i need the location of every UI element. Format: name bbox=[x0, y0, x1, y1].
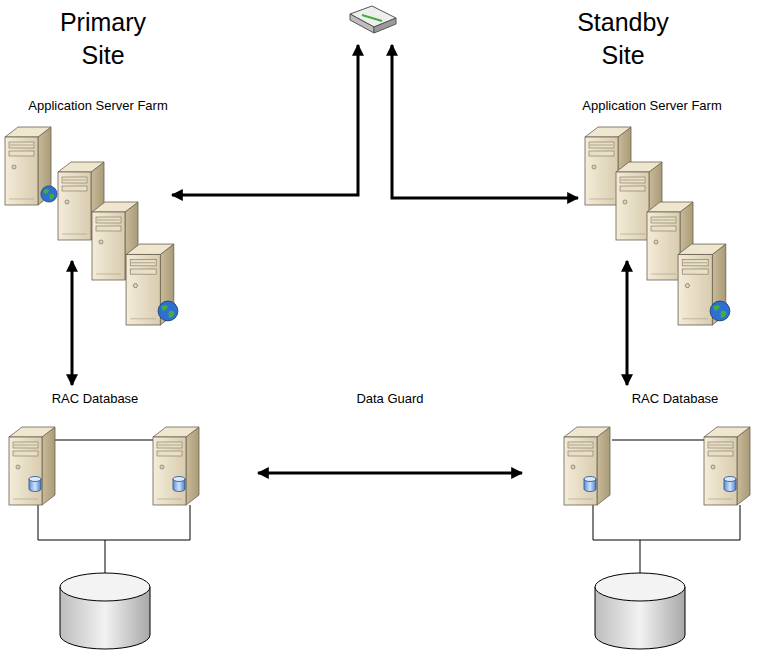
site-title: Primary Site bbox=[43, 6, 163, 72]
db-server-icon bbox=[9, 427, 55, 505]
node-heading: Application Server Farm bbox=[28, 98, 167, 114]
database-node: RAC Database bbox=[525, 388, 758, 650]
connector-arrow bbox=[258, 472, 522, 475]
network-link bbox=[392, 45, 578, 198]
server-farm-node: Application Server Farm bbox=[5, 95, 190, 258]
db-server-icon bbox=[704, 427, 750, 505]
shared-disk bbox=[595, 573, 685, 649]
db-server-icon bbox=[153, 427, 199, 505]
database-node: RAC Database bbox=[5, 388, 255, 650]
server-farm-node: Application Server Farm bbox=[560, 95, 755, 258]
node-heading: RAC Database bbox=[632, 391, 719, 407]
db-server-icon bbox=[564, 427, 610, 505]
node-heading: Application Server Farm bbox=[582, 98, 721, 114]
connector-arrow bbox=[626, 261, 629, 385]
server-farm-icon bbox=[585, 127, 730, 325]
router-icon bbox=[350, 6, 396, 33]
server-farm-icon bbox=[5, 127, 178, 325]
site-title: Standby Site bbox=[563, 6, 683, 72]
connector-arrow bbox=[71, 261, 74, 385]
network-link bbox=[172, 45, 358, 195]
shared-disk bbox=[60, 573, 150, 649]
node-heading: RAC Database bbox=[52, 391, 139, 407]
edge-label: Data Guard bbox=[353, 391, 426, 407]
